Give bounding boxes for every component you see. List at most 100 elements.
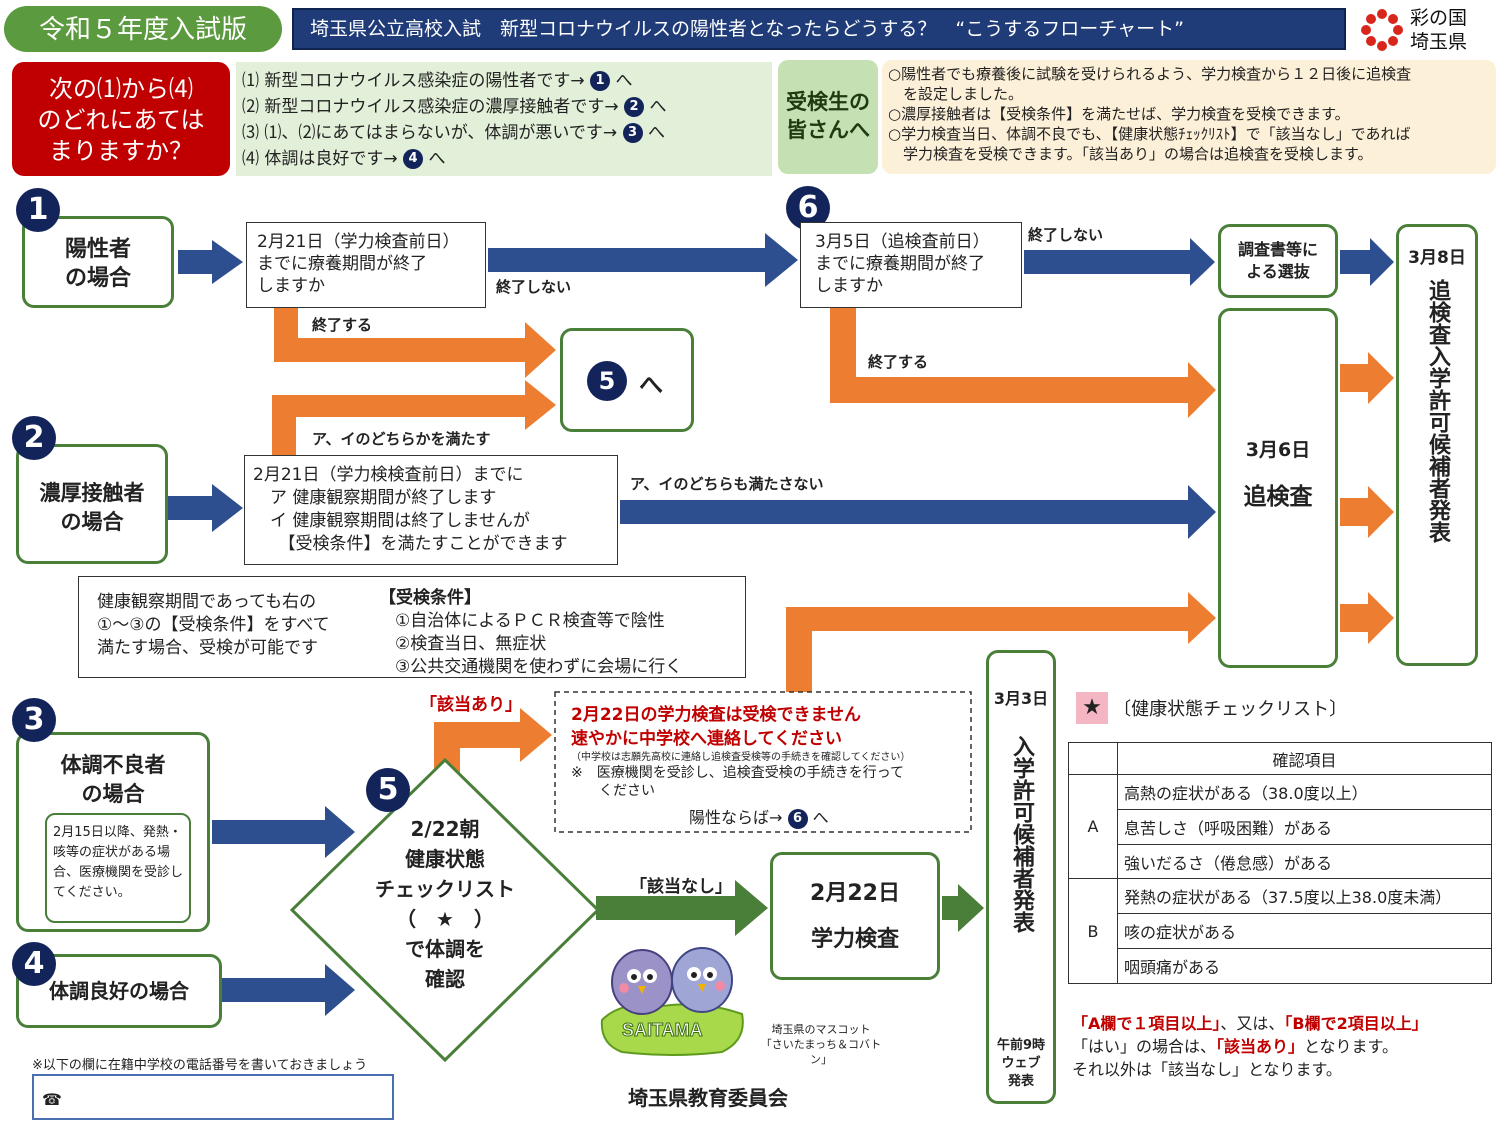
- arrow-warning-to-makeup: [786, 592, 1216, 692]
- warning-note: ※ 医療機関を受診し、追検査受検の手続きを行って ください: [571, 765, 905, 799]
- condition-2: ②検査当日、無症状: [395, 634, 547, 654]
- decision-q2: 2月21日（学力検検査前日）までに ア 健康観察期間が終了します イ 健康観察期…: [244, 455, 618, 565]
- option-4: ⑷ 体調は良好です→ 4 へ: [242, 149, 446, 169]
- exam-conditions-box: 健康観察期間であっても右の ①～③の【受検条件】をすべて 満たす場合、受検が可能…: [78, 576, 746, 678]
- label-q2-either: ア、イのどちらかを満たす: [312, 430, 491, 448]
- label-applicable: 「該当あり」: [420, 695, 522, 715]
- checklist-title: 〔健康状態チェックリスト〕: [1113, 699, 1348, 720]
- arrow-exam-to-results: [942, 884, 984, 932]
- final-results-box: 3月8日 追検査入学許可候補者発表: [1396, 224, 1478, 666]
- badge-case-4-icon: 4: [12, 942, 56, 986]
- arrow-q1-end-to-5: [274, 308, 556, 378]
- notice-line-2: ○濃厚接触者は【受検条件】を満たせば、学力検査を受検できます。: [888, 105, 1350, 123]
- badge-diamond-5-icon: 5: [366, 768, 410, 812]
- arrow-q1-to-q6: [488, 233, 798, 287]
- group-a-item: 息苦しさ（呼吸困難）がある: [1117, 808, 1492, 845]
- option-2: ⑵ 新型コロナウイルス感染症の濃厚接触者です→ 2 へ: [242, 97, 667, 117]
- notice-text: ○陽性者でも療養後に試験を受けられるよう、学力検査から１２日後に追検査 を設定し…: [882, 60, 1496, 174]
- results-date: 3月3日: [993, 689, 1049, 708]
- badge-6-icon: 6: [787, 808, 808, 829]
- checklist-title-row: ★ 〔健康状態チェックリスト〕: [1076, 692, 1406, 728]
- blue-arrows: [168, 233, 1394, 1016]
- rule-line-2: 「はい」の場合は、「該当あり」となります。: [1072, 1037, 1398, 1056]
- saitama-logo: 彩の国 埼玉県: [1358, 6, 1498, 56]
- label-not-applicable: 「該当なし」: [630, 877, 732, 897]
- question-prompt: 次の⑴から⑷ のどれにあては まりますか？: [12, 62, 230, 176]
- condition-3: ③公共交通機関を使わずに会場に行く: [395, 657, 683, 677]
- group-b-label: B: [1068, 878, 1118, 984]
- label-q2-neither: ア、イのどちらも満たさない: [630, 475, 824, 493]
- mascot-illustration: SAITAMA: [592, 940, 752, 1060]
- goto-5-box: 5 へ: [560, 328, 694, 432]
- warning-small: （中学校は志願先高校に連絡し追検査受検等の手続きを確認してください）: [571, 752, 911, 763]
- checklist-header-blank: [1068, 742, 1118, 775]
- makeup-label: 追検査: [1243, 484, 1313, 510]
- phone-field[interactable]: ☎: [32, 1074, 394, 1120]
- arrow-makeup-to-final-1: [1340, 352, 1394, 404]
- goto-5-suffix: へ: [639, 371, 663, 399]
- results-label: 入学許可候補者発表: [1009, 735, 1034, 933]
- group-a-label: A: [1068, 773, 1118, 880]
- arrow-case3-to-diamond: [212, 806, 355, 858]
- notice-line-3: ○学力検査当日、体調不良でも、【健康状態ﾁｪｯｸﾘｽﾄ】で「該当なし」であれば …: [888, 125, 1411, 163]
- checklist-rules: 「A欄で１項目以上」、又は、「B欄で2項目以上」 「はい」の場合は、「該当あり」…: [1072, 1012, 1492, 1081]
- diamond-text: 2/22朝 健康状態 チェックリスト （ ★ ） で体調を 確認: [375, 817, 515, 991]
- phone-note: ※以下の欄に在籍中学校の電話番号を書いておきましょう: [32, 1058, 368, 1073]
- conditions-intro: 健康観察期間であっても右の ①～③の【受検条件】をすべて 満たす場合、受検が可能…: [97, 592, 330, 658]
- option-1: ⑴ 新型コロナウイルス感染症の陽性者です→ 1 へ: [242, 71, 633, 91]
- condition-1: ①自治体によるＰＣＲ検査等で陰性: [395, 611, 665, 631]
- case-3-note: 2月15日以降、発熱・咳等の症状がある場合、医療機関を受診してください。: [45, 813, 191, 923]
- star-icon: ★: [1076, 692, 1108, 724]
- arrow-applicable-to-warning: [434, 708, 552, 790]
- question-options: ⑴ 新型コロナウイルス感染症の陽性者です→ 1 へ ⑵ 新型コロナウイルス感染症…: [236, 62, 772, 176]
- group-b-item: 発熱の症状がある（37.5度以上38.0度未満）: [1117, 878, 1492, 915]
- badge-case-2-icon: 2: [12, 416, 56, 460]
- results-box: 3月3日 入学許可候補者発表 午前9時 ウェブ 発表: [986, 650, 1056, 1104]
- exam-box: 2月22日 学力検査: [770, 852, 940, 980]
- checklist-header: 確認項目: [1117, 742, 1492, 775]
- case-1-box: 陽性者 の場合: [22, 216, 174, 308]
- arrow-q6-to-selection: [1024, 238, 1215, 286]
- badge-4-icon: 4: [403, 149, 424, 169]
- mascot-caption: 埼玉県のマスコット 「さいたまっち＆コバトン」: [760, 1023, 882, 1066]
- arrow-q6-end-to-makeup: [830, 308, 1216, 418]
- group-a-item: 高熱の症状がある（38.0度以上）: [1117, 774, 1492, 810]
- final-label: 追検査入学許可候補者発表: [1425, 279, 1450, 543]
- label-q1-end: 終了する: [312, 316, 373, 334]
- arrow-diamond-to-exam: [596, 880, 768, 936]
- arrow-case2-to-q2: [168, 484, 243, 532]
- warning-line-1: 2月22日の学力検査は受検できません: [571, 705, 861, 725]
- badge-5-icon: 5: [587, 361, 627, 401]
- arrow-q2-to-makeup: [620, 485, 1216, 539]
- conditions-title: 【受検条件】: [379, 588, 481, 608]
- arrow-selection-to-final: [1340, 238, 1394, 286]
- notice-line-1: ○陽性者でも療養後に試験を受けられるよう、学力検査から１２日後に追検査 を設定し…: [888, 65, 1412, 103]
- badge-case-3-icon: 3: [12, 698, 56, 742]
- label-q1-not-end: 終了しない: [496, 278, 572, 296]
- group-a-item: 強いだるさ（倦怠感）がある: [1117, 843, 1492, 880]
- selection-box: 調査書等に よる選抜: [1218, 224, 1338, 298]
- notice-label: 受検生の 皆さんへ: [778, 60, 878, 174]
- case-3-box: 体調不良者 の場合 2月15日以降、発熱・咳等の症状がある場合、医療機関を受診し…: [16, 732, 210, 932]
- arrow-case1-to-q1: [178, 240, 243, 284]
- rule-line-3: それ以外は「該当なし」となります。: [1072, 1060, 1342, 1079]
- page-title: 埼玉県公立高校入試 新型コロナウイルスの陽性者となったらどうする？ “こうするフ…: [292, 8, 1346, 50]
- checklist-decision-diamond: [289, 757, 601, 1063]
- saitama-emblem-icon: [1361, 9, 1403, 51]
- badge-3-icon: 3: [622, 123, 643, 143]
- arrow-case4-to-diamond: [222, 964, 355, 1016]
- option-3: ⑶ ⑴、⑵にあてはまらないが、体調が悪いです→ 3 へ: [242, 123, 665, 143]
- makeup-exam-box: 3月6日 追検査: [1218, 308, 1338, 668]
- case-2-box: 濃厚接触者 の場合: [16, 444, 168, 564]
- arrow-makeup-to-final-3: [1340, 592, 1394, 644]
- arrow-q2-either-to-5: [272, 380, 556, 455]
- edition-badge: 令和５年度入試版: [4, 6, 282, 52]
- arrow-makeup-to-final-2: [1340, 486, 1394, 538]
- mascot-badge: SAITAMA: [622, 1020, 704, 1041]
- decision-q1: 2月21日（学力検査前日） までに療養期間が終了 しますか: [246, 222, 486, 308]
- results-note: 午前9時 ウェブ 発表: [996, 1038, 1046, 1089]
- badge-case-1-icon: 1: [16, 188, 60, 232]
- orange-arrows: [272, 308, 1394, 790]
